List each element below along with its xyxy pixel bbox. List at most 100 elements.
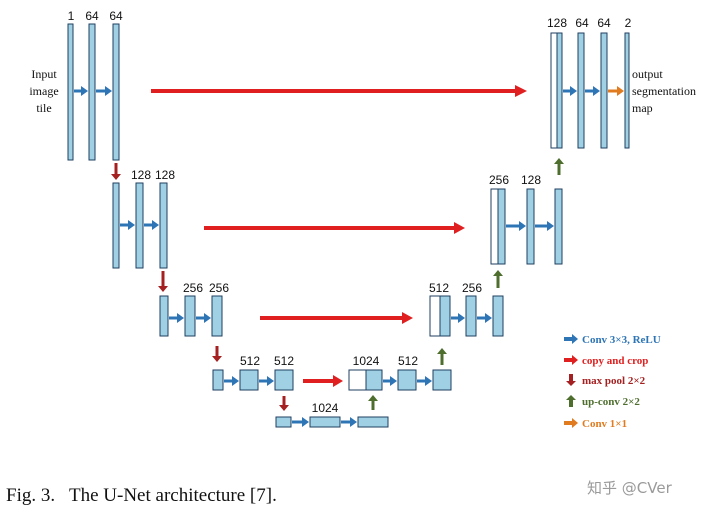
feature-maps [67, 23, 630, 428]
r1-copied-map [550, 32, 558, 149]
l4-pool-head [279, 405, 289, 411]
r3-conv-1-head [458, 313, 465, 323]
r1-label-2: 64 [575, 16, 589, 30]
l2-conv-2-head [152, 220, 159, 230]
l5-label-1: 1024 [312, 401, 339, 415]
r3-map-1 [439, 295, 451, 337]
l3-label-1: 256 [183, 281, 203, 295]
l2-map-3 [159, 182, 168, 269]
l2-map-2 [135, 182, 144, 269]
r4-map-1 [365, 369, 383, 391]
r1-conv-2-head [593, 86, 600, 96]
l1-label-2: 64 [85, 9, 99, 23]
l1-map-1 [67, 23, 74, 161]
input-label-line-3: tile [36, 101, 51, 115]
watermark: 知乎 @CVer [587, 479, 672, 497]
r2-label-1: 256 [489, 173, 509, 187]
r2-label-2: 128 [521, 173, 541, 187]
r2-map-1 [497, 188, 506, 265]
l4-label-1: 512 [240, 354, 260, 368]
r1-conv-1-head [570, 86, 577, 96]
r4-label-2: 512 [398, 354, 418, 368]
l2-label-1: 128 [131, 168, 151, 182]
r3-copied-map [429, 295, 441, 337]
legend-pool-arrow-head [566, 381, 576, 386]
r2-conv-1-head [519, 221, 526, 231]
legend-final-text: Conv 1×1 [582, 418, 627, 430]
l3-map-2 [184, 295, 196, 337]
r3-upconv-head [493, 270, 503, 276]
r2-map-2 [526, 188, 535, 265]
legend-copy-text: copy and crop [582, 355, 648, 367]
input-label: Input image tile [29, 67, 58, 115]
r2-map-3 [554, 188, 563, 265]
output-label-line-3: map [632, 101, 653, 115]
r3-map-2 [465, 295, 477, 337]
l4-copy-head [333, 375, 343, 387]
l4-conv-2-head [267, 376, 274, 386]
l3-map-1 [159, 295, 169, 337]
legend-item-upconv: up-conv 2×2 [582, 396, 640, 408]
r1-output-map [624, 32, 630, 149]
r4-map-2 [397, 369, 417, 391]
legend: Conv 3×3, ReLU copy and crop max pool 2×… [564, 334, 661, 430]
legend-upconv-text: up-conv 2×2 [582, 396, 640, 408]
l3-copy-head [402, 312, 413, 324]
r4-map-3 [432, 369, 452, 391]
legend-conv-arrow-head [572, 334, 578, 344]
l4-map-2 [239, 369, 259, 391]
l2-label-2: 128 [155, 168, 175, 182]
legend-upconv-arrow-head [566, 395, 576, 400]
l5-upconv-head [368, 395, 378, 401]
l1-pool-head [111, 174, 121, 180]
l3-conv-2-head [204, 313, 211, 323]
r4-label-1: 1024 [353, 354, 380, 368]
l4-map-3 [274, 369, 294, 391]
legend-item-conv: Conv 3×3, ReLU [582, 334, 661, 346]
r4-upconv-head [437, 348, 447, 354]
r1-label-3: 64 [597, 16, 611, 30]
legend-final-arrow-head [572, 418, 578, 428]
l3-map-3 [211, 295, 223, 337]
output-label-line-1: output [632, 67, 663, 81]
r3-map-3 [492, 295, 504, 337]
r2-conv-2-head [547, 221, 554, 231]
legend-item-copy: copy and crop [582, 355, 648, 367]
r3-label-2: 256 [462, 281, 482, 295]
r1-map-2 [577, 32, 585, 149]
input-label-line-1: Input [31, 67, 57, 81]
l2-pool-head [158, 286, 168, 292]
l3-pool-head [212, 356, 222, 362]
legend-pool-text: max pool 2×2 [582, 375, 646, 387]
r2-copied-map [490, 188, 499, 265]
l1-conv-2-head [105, 86, 112, 96]
l1-map-2 [88, 23, 96, 161]
l1-label-3: 64 [109, 9, 123, 23]
r3-conv-2-head [485, 313, 492, 323]
l4-map-1 [212, 369, 224, 391]
r1-final-conv-head [617, 86, 624, 96]
input-label-line-2: image [29, 84, 58, 98]
r1-map-1 [556, 32, 563, 149]
l1-label-1: 1 [68, 9, 75, 23]
l5-map-2 [309, 416, 341, 428]
l3-label-2: 256 [209, 281, 229, 295]
output-label: output segmentation map [632, 67, 696, 115]
legend-copy-arrow-head [572, 355, 578, 365]
output-label-line-2: segmentation [632, 84, 696, 98]
r3-label-1: 512 [429, 281, 449, 295]
l1-map-3 [112, 23, 120, 161]
l2-map-1 [112, 182, 120, 269]
l2-copy-head [454, 222, 465, 234]
legend-item-final: Conv 1×1 [582, 418, 627, 430]
r1-map-3 [600, 32, 608, 149]
legend-item-pool: max pool 2×2 [582, 375, 646, 387]
r2-upconv-head [554, 158, 564, 164]
r4-conv-1-head [390, 376, 397, 386]
l5-map-3 [357, 416, 389, 428]
r1-label-1: 128 [547, 16, 567, 30]
l5-conv-1-head [302, 417, 309, 427]
l1-conv-1-head [81, 86, 88, 96]
